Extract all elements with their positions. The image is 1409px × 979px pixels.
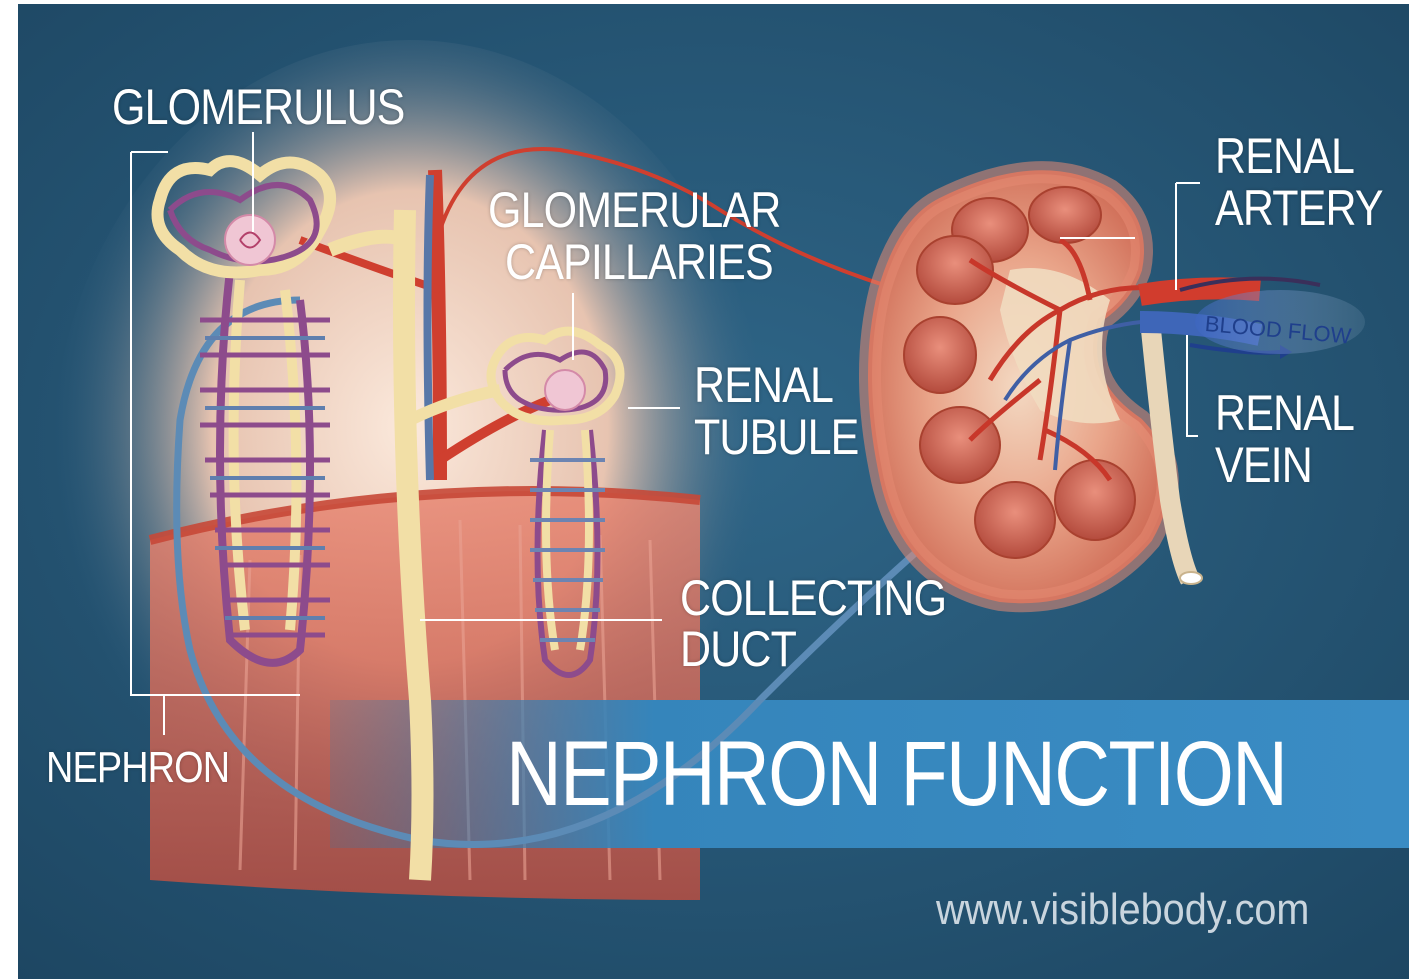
- label-glomerulus: GLOMERULUS: [112, 82, 404, 132]
- label-renal-artery-line2: ARTERY: [1215, 183, 1383, 233]
- label-renal-vein-line1: RENAL: [1215, 388, 1354, 438]
- label-nephron: NEPHRON: [46, 746, 229, 790]
- diagram-title: NEPHRON FUNCTION: [506, 728, 1286, 820]
- label-glomerular-capillaries-line2: CAPILLARIES: [505, 237, 773, 287]
- label-glomerular-capillaries-line1: GLOMERULAR: [488, 185, 780, 235]
- label-collecting-duct-line1: COLLECTING: [680, 573, 946, 623]
- label-renal-vein-line2: VEIN: [1215, 440, 1312, 490]
- label-renal-artery-line1: RENAL: [1215, 131, 1354, 181]
- label-collecting-duct-line2: DUCT: [680, 624, 796, 674]
- label-renal-tubule-line2: TUBULE: [694, 412, 858, 462]
- label-renal-tubule-line1: RENAL: [694, 360, 833, 410]
- website-url: www.visiblebody.com: [936, 888, 1309, 932]
